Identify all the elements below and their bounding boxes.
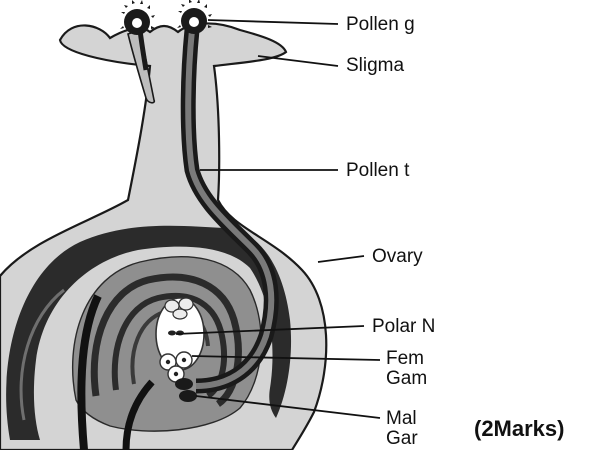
- male-gamete: [179, 390, 197, 402]
- labels: Pollen g Sligma Pollen t Ovary Polar N F…: [346, 14, 435, 449]
- label-polar-nuclei: Polar N: [372, 316, 435, 337]
- pistil: [0, 23, 326, 450]
- label-female-gamete-2: Gam: [386, 368, 427, 389]
- leader-stigma: [258, 56, 338, 66]
- antipodal-cell: [179, 298, 193, 310]
- cell-nucleus: [182, 358, 186, 362]
- male-gamete: [175, 378, 193, 390]
- label-female-gamete-1: Fem: [386, 348, 424, 369]
- label-male-gamete-2: Gar: [386, 428, 418, 449]
- label-pollen-grain: Pollen g: [346, 14, 415, 35]
- polar-nucleus: [168, 331, 176, 336]
- label-ovary: Ovary: [372, 246, 423, 267]
- antipodal-cell: [173, 309, 187, 319]
- marks-label: (2Marks): [474, 416, 564, 441]
- leader-ovary: [318, 256, 364, 262]
- label-male-gamete-1: Mal: [386, 408, 417, 429]
- label-stigma: Sligma: [346, 55, 405, 76]
- leader-pollen-grain: [208, 20, 338, 24]
- label-pollen-tube: Pollen t: [346, 160, 410, 181]
- cell-nucleus: [166, 360, 170, 364]
- cell-nucleus: [174, 372, 178, 376]
